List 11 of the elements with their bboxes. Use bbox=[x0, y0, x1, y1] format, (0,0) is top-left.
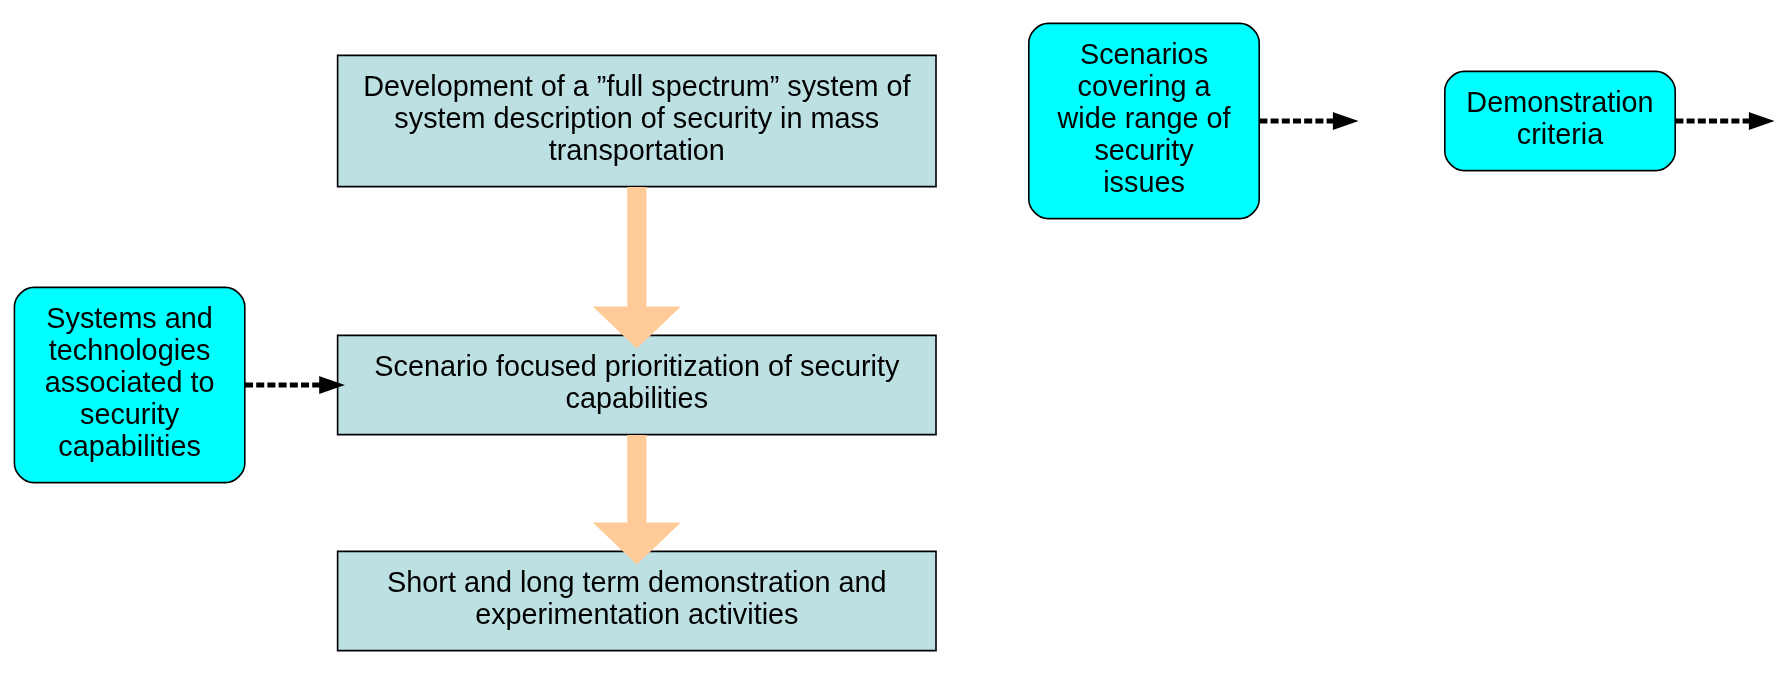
arrow bbox=[1675, 111, 1775, 130]
node-box: Scenarios covering a wide range of security issues bbox=[1028, 22, 1260, 219]
node-box: Demonstration criteria bbox=[1444, 70, 1676, 171]
arrow bbox=[1259, 111, 1359, 130]
node-box: Systems and technologies associated to security capabilities bbox=[13, 286, 246, 483]
node-box: Scenario focused prioritization of security capabilities bbox=[336, 334, 937, 435]
arrow bbox=[592, 186, 681, 348]
arrow bbox=[245, 375, 345, 394]
arrow bbox=[592, 434, 681, 565]
node-box: Short and long term demonstration and experimentation activities bbox=[336, 550, 937, 651]
node-box: Development of a ”full spectrum” system of system description of security in mass transportation bbox=[336, 54, 937, 187]
